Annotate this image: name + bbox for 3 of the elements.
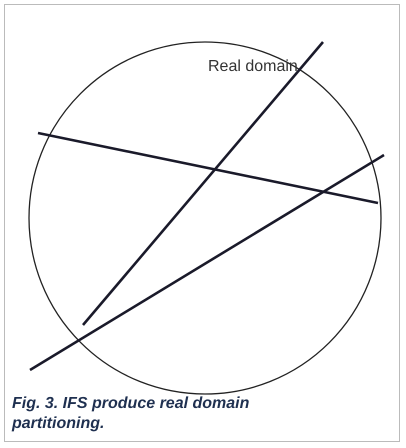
- domain-label: Real domain: [208, 58, 298, 76]
- figure-caption: Fig. 3. IFS produce real domain partitioning.: [12, 394, 250, 434]
- domain-circle: [28, 41, 382, 395]
